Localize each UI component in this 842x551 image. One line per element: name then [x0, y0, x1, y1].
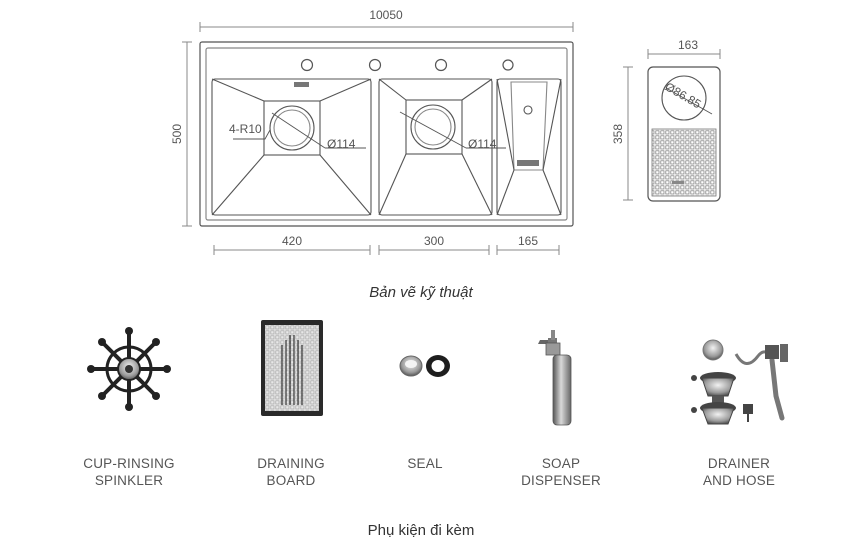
drawing-caption: Bản vẽ kỹ thuật: [369, 284, 473, 301]
dim-board-height: 358: [611, 124, 625, 144]
accessory-label-cup-rinsing-sprinkler: CUP-RINSING SPINKLER: [83, 456, 175, 488]
dimension-bottom: [213, 245, 560, 255]
dim-drain-left: Ø114: [327, 137, 356, 151]
dim-mid-bowl: 300: [424, 234, 444, 248]
dim-board-hole: Ø86.85: [663, 79, 704, 111]
accessory-label-soap-dispenser: SOAP DISPENSER: [521, 456, 601, 488]
dim-board-width: 163: [678, 38, 698, 52]
accessory-label-seal: SEAL: [407, 456, 443, 471]
accessory-label-drainer-and-hose: DRAINER AND HOSE: [702, 456, 776, 488]
right-bowl: [496, 78, 562, 216]
middle-bowl-callout: [399, 111, 506, 149]
drainer-and-hose-icon: [691, 339, 788, 425]
accessories-caption: Phụ kiện đi kèm: [367, 522, 475, 539]
dimension-total-width: [199, 22, 574, 32]
tap-holes: [300, 58, 514, 72]
dimension-board-width: [647, 49, 721, 59]
dim-radius: 4-R10: [229, 122, 262, 136]
dimension-board-height: [623, 66, 633, 201]
soap-dispenser-icon: [538, 330, 572, 426]
left-bowl-callouts: [233, 112, 366, 149]
draining-board-icon: [261, 320, 323, 416]
dim-drain-mid: Ø114: [468, 137, 497, 151]
middle-bowl: [378, 78, 493, 216]
dim-right-bowl: 165: [518, 234, 538, 248]
board-drawing: [647, 66, 721, 202]
sink-body: [199, 41, 574, 227]
dimension-height: [182, 41, 192, 227]
cup-rinsing-sprinkler-icon: [87, 327, 171, 411]
dim-height: 500: [170, 124, 184, 144]
accessory-label-draining-board: DRAINING BOARD: [257, 456, 325, 488]
left-bowl: [211, 78, 372, 216]
dim-left-bowl: 420: [282, 234, 302, 248]
seal-icon: [399, 355, 450, 377]
dim-total-width: 10050: [369, 8, 403, 22]
